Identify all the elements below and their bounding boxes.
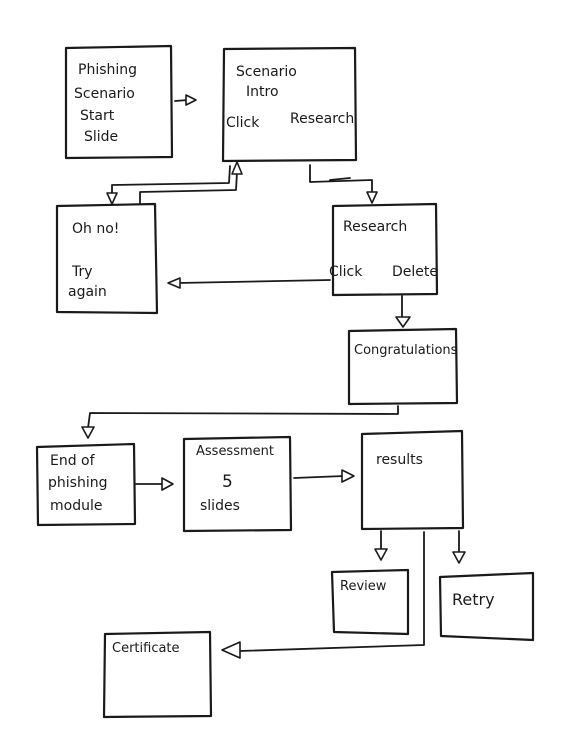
node-start-line-3: Start: [80, 108, 115, 124]
node-assessment: Assessment 5 slides: [182, 435, 293, 533]
node-start-line-4: Slide: [84, 129, 118, 145]
edge-research-to-oh-no: [167, 277, 331, 289]
node-oh-no: Oh no! Try again: [55, 202, 159, 315]
node-research-line-1: Research: [343, 219, 407, 235]
node-results: results: [360, 429, 465, 531]
node-research: Research Click Delete: [329, 202, 439, 297]
edge-end-to-assessment: [135, 477, 174, 491]
node-oh-no-line-1: Oh no!: [72, 221, 119, 237]
node-assessment-line-1: Assessment: [196, 444, 274, 459]
node-retry: Retry: [438, 571, 535, 642]
node-start: Phishing Scenario Start Slide: [64, 44, 174, 160]
node-retry-line-1: Retry: [452, 590, 495, 609]
node-start-line-2: Scenario: [74, 86, 135, 102]
node-end-of-module: End of phishing module: [35, 442, 137, 527]
node-end-of-module-line-3: module: [50, 498, 102, 514]
node-results-line-1: results: [376, 452, 423, 468]
node-scenario-intro-option-research: Research: [290, 111, 354, 127]
node-assessment-line-3: slides: [200, 498, 240, 514]
node-research-option-click: Click: [329, 264, 363, 280]
node-oh-no-line-2: Try: [71, 264, 93, 280]
edge-results-to-retry: [452, 530, 466, 564]
edge-congratulations-to-end: [81, 405, 399, 439]
node-end-of-module-line-2: phishing: [48, 475, 107, 491]
node-scenario-intro-line-1: Scenario: [236, 64, 297, 80]
node-congratulations: Congratulations: [347, 327, 459, 406]
node-research-option-delete: Delete: [392, 264, 438, 280]
node-congratulations-line-1: Congratulations: [354, 343, 458, 358]
node-scenario-intro: Scenario Intro Click Research: [221, 46, 358, 163]
node-end-of-module-line-1: End of: [50, 453, 96, 469]
edge-intro-to-oh-no: [106, 165, 231, 205]
node-oh-no-line-3: again: [68, 284, 107, 300]
node-review: Review: [330, 568, 410, 636]
edge-assessment-to-results: [293, 469, 355, 483]
edge-start-to-intro: [174, 94, 197, 106]
edge-results-to-certificate: [221, 531, 425, 659]
edge-oh-no-to-intro: [139, 161, 243, 205]
node-assessment-line-2: 5: [222, 472, 233, 492]
edge-research-to-congratulations: [395, 295, 411, 328]
node-start-line-1: Phishing: [78, 62, 137, 78]
node-certificate: Certificate: [102, 630, 213, 719]
node-scenario-intro-line-2: Intro: [246, 84, 279, 100]
edge-intro-to-research: [309, 164, 378, 204]
node-certificate-line-1: Certificate: [112, 641, 180, 656]
edge-results-to-review: [374, 530, 388, 561]
node-review-line-1: Review: [340, 579, 387, 594]
node-scenario-intro-option-click: Click: [226, 115, 260, 131]
